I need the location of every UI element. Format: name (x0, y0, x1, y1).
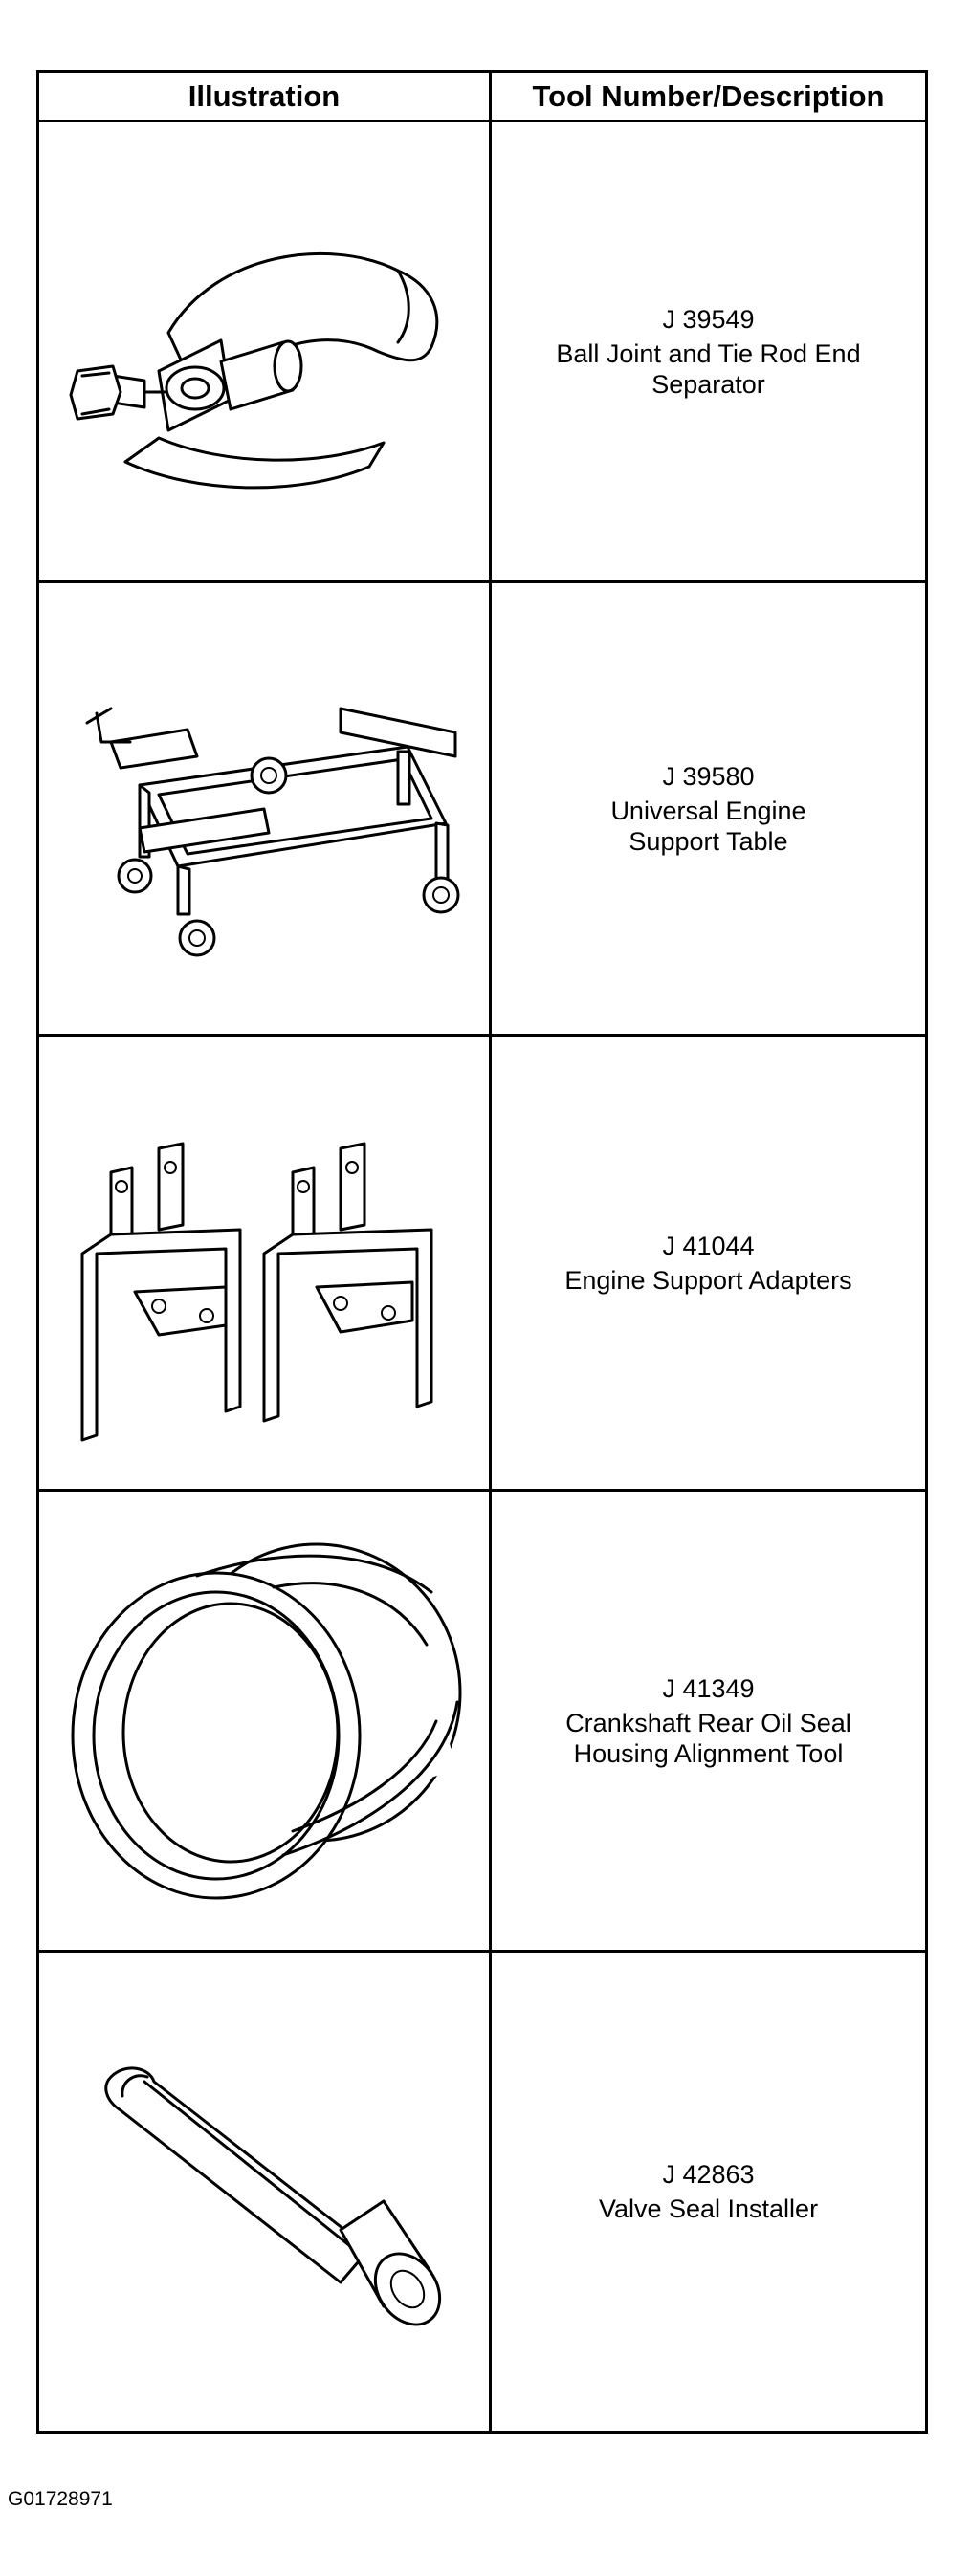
tool-table: Illustration Tool Number/Description J 3 (36, 70, 928, 2434)
tool-description: Universal Engine Support Table (610, 796, 806, 856)
tool-number: J 39549 (662, 304, 755, 334)
table-row: J 39580 Universal Engine Support Table (39, 583, 925, 1037)
tool-number: J 42863 (662, 2160, 755, 2189)
illustration-cell (39, 1953, 489, 2431)
engine-support-adapters-icon (80, 1142, 433, 1441)
table-row: J 41044 Engine Support Adapters (39, 1037, 925, 1492)
header-illustration: Illustration (188, 78, 341, 113)
description-cell: J 39580 Universal Engine Support Table (492, 583, 925, 1034)
table-row: J 42863 Valve Seal Installer (39, 1953, 925, 2431)
figure-id-caption: G01728971 (8, 2488, 113, 2510)
valve-seal-installer-icon (104, 2066, 442, 2326)
ball-joint-separator-icon (69, 251, 439, 489)
tool-description: Ball Joint and Tie Rod End Separator (556, 338, 861, 399)
illustration-cell (39, 583, 489, 1034)
table-row: J 39549 Ball Joint and Tie Rod End Separ… (39, 122, 925, 583)
engine-support-table-icon (85, 707, 460, 956)
description-cell: J 39549 Ball Joint and Tie Rod End Separ… (492, 122, 925, 580)
description-cell: J 41349 Crankshaft Rear Oil Seal Housing… (492, 1492, 925, 1950)
description-cell: J 41044 Engine Support Adapters (492, 1037, 925, 1489)
description-cell: J 42863 Valve Seal Installer (492, 1953, 925, 2431)
tool-description: Crankshaft Rear Oil Seal Housing Alignme… (565, 1708, 851, 1768)
header-tool-number-description: Tool Number/Description (532, 78, 885, 113)
table-row: J 41349 Crankshaft Rear Oil Seal Housing… (39, 1492, 925, 1953)
column-divider (489, 73, 492, 2431)
illustration-cell (39, 1492, 489, 1950)
tool-number: J 41044 (662, 1231, 755, 1260)
tool-number: J 39580 (662, 761, 755, 791)
tool-number: J 41349 (662, 1673, 755, 1703)
tool-description: Valve Seal Installer (598, 2194, 819, 2223)
illustration-cell (39, 122, 489, 580)
illustration-cell (39, 1037, 489, 1489)
seal-alignment-ring-icon (71, 1542, 462, 1899)
tool-description: Engine Support Adapters (564, 1265, 852, 1295)
table-header: Illustration Tool Number/Description (39, 73, 925, 122)
